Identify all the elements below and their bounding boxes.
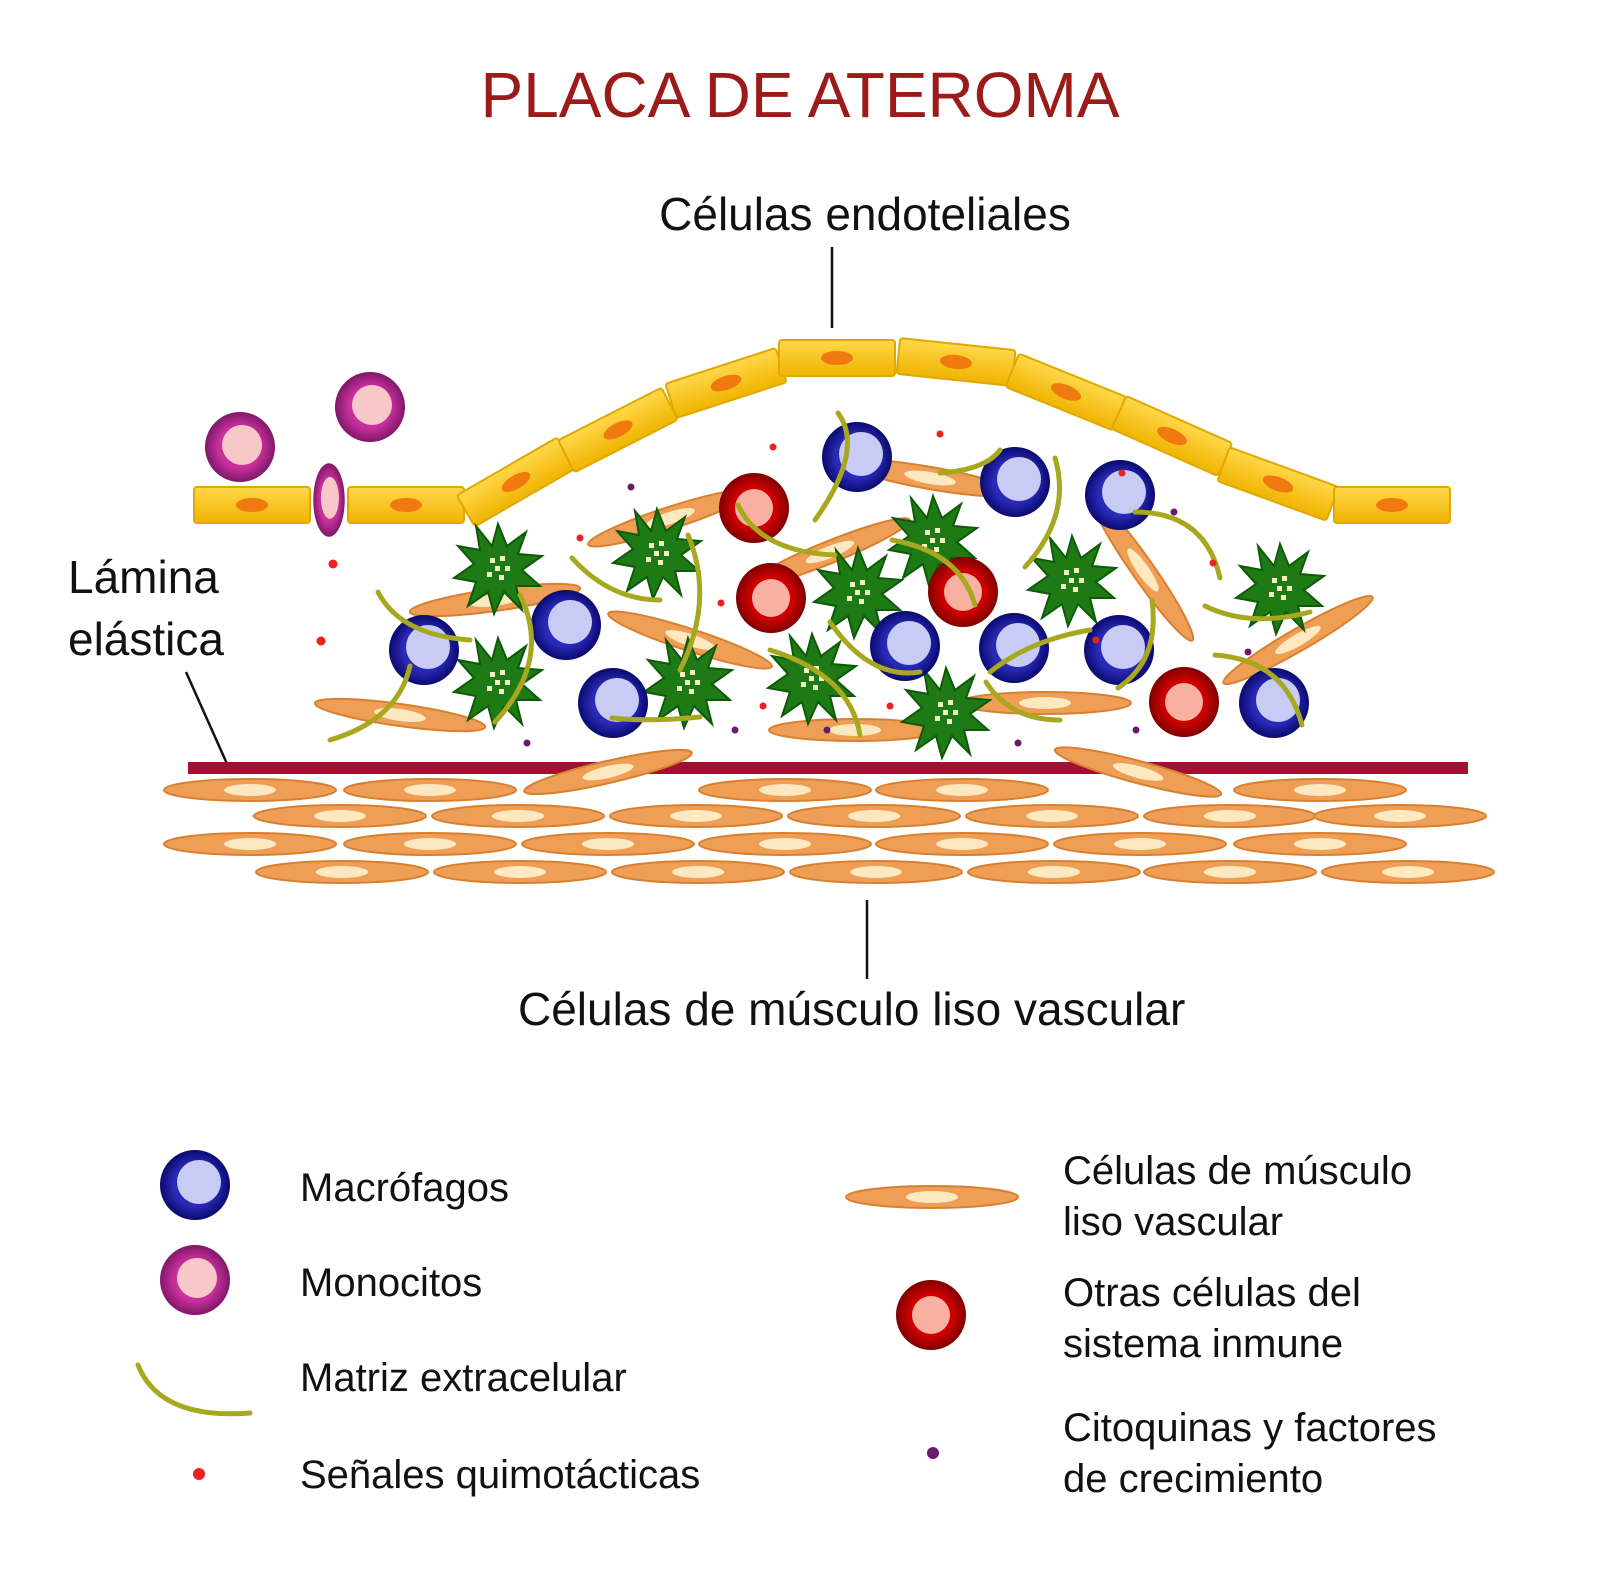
extracellular-matrix bbox=[327, 410, 1313, 743]
legend-immune-cells-line1: Otras células del bbox=[1063, 1271, 1361, 1315]
endothelial-label: Células endoteliales bbox=[659, 188, 1071, 240]
legend-chemotactic: Señales quimotácticas bbox=[300, 1453, 701, 1497]
elastic-lamina-label: Lámina elástica bbox=[68, 546, 224, 670]
legend-cytokines-line1: Citoquinas y factores bbox=[1063, 1406, 1437, 1450]
legend-macrophage-icon bbox=[160, 1150, 230, 1220]
legend-cytokines: Citoquinas y factores de crecimiento bbox=[1063, 1403, 1437, 1505]
elastic-lamina-label-line2: elástica bbox=[68, 613, 224, 666]
legend-monocyte-icon bbox=[160, 1245, 230, 1315]
lamina-pointer-line bbox=[184, 671, 230, 767]
legend-smooth-muscle-line2: liso vascular bbox=[1063, 1200, 1284, 1245]
legend-immune-cells-line2: sistema inmune bbox=[1063, 1322, 1344, 1367]
legend-chemotactic-icon bbox=[193, 1468, 205, 1480]
elastic-lamina-label-line1: Lámina bbox=[68, 551, 219, 603]
legend-smooth-muscle-icon bbox=[845, 1185, 1019, 1209]
legend-immune-cell-icon bbox=[896, 1280, 966, 1350]
legend-cytokines-line2: de crecimiento bbox=[1063, 1457, 1324, 1502]
smooth-muscle-label: Células de músculo liso vascular bbox=[518, 983, 1186, 1035]
legend-monocytes: Monocitos bbox=[300, 1261, 483, 1305]
diagram-title: PLACA DE ATEROMA bbox=[480, 59, 1120, 131]
cytokines-growth-factors bbox=[523, 483, 1252, 747]
legend-matrix: Matriz extracelular bbox=[300, 1356, 627, 1400]
legend-immune-cells: Otras células del sistema inmune bbox=[1063, 1268, 1361, 1370]
legend-cytokine-icon bbox=[927, 1447, 939, 1459]
chemotactic-signals bbox=[316, 430, 1217, 710]
elastic-lamina bbox=[188, 762, 1468, 774]
legend-smooth-muscle-line1: Células de músculo bbox=[1063, 1149, 1413, 1193]
smooth-muscle-layer bbox=[163, 778, 1495, 884]
legend-smooth-muscle: Células de músculo liso vascular bbox=[1063, 1146, 1412, 1248]
legend-macrophages: Macrófagos bbox=[300, 1166, 509, 1210]
legend-matrix-icon bbox=[135, 1362, 253, 1417]
